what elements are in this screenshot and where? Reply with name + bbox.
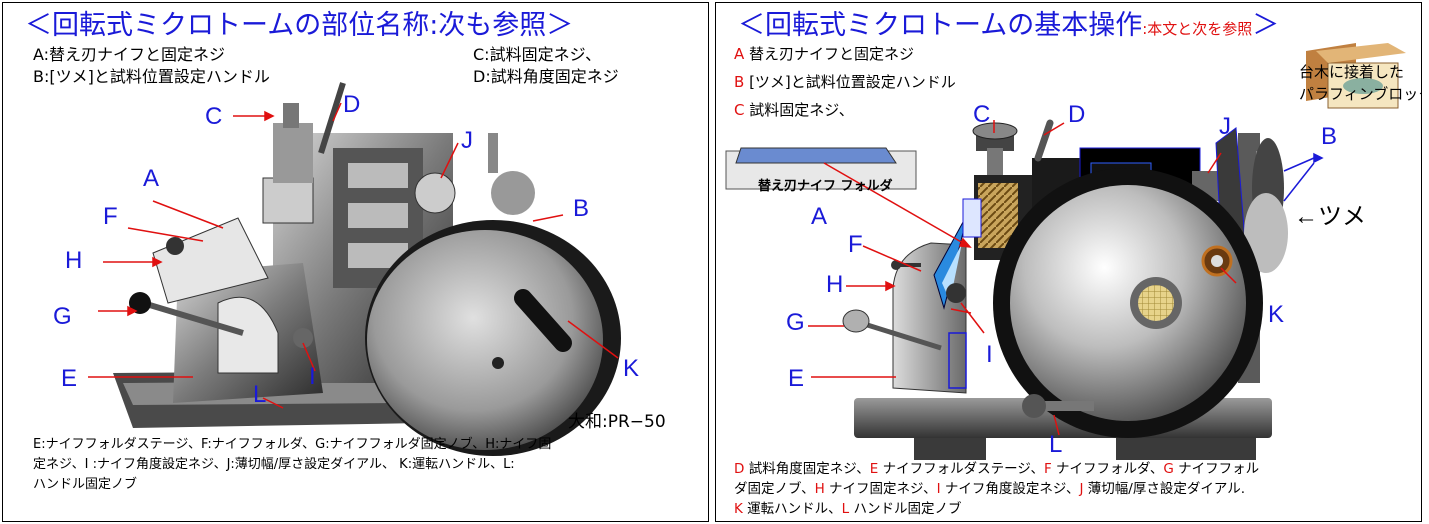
right-title: ＜回転式ミクロトームの基本操作:本文と次を参照＞ — [738, 3, 1279, 42]
right-label-b: B — [1321, 123, 1338, 150]
right-legend-b: B [ツメ]と試料位置設定ハンドル — [734, 73, 956, 91]
left-label-e: E — [61, 365, 78, 392]
left-label-h: H — [65, 247, 83, 274]
right-label-h: H — [826, 271, 844, 298]
right-label-i: I — [986, 341, 993, 368]
microtome-illustration — [725, 43, 1406, 460]
footnote-text: 運転ハンドル、 — [742, 501, 842, 517]
footnote-key: H — [814, 481, 825, 497]
right-footnote-line-3: K 運転ハンドル、L ハンドル固定ノブ — [734, 499, 1259, 519]
paraffin-block-label-2: パラフィンブロック — [1299, 85, 1422, 103]
left-footnote-line-3: ハンドル固定ノブ — [33, 477, 138, 492]
left-panel-part-names: ＜回転式ミクロトームの部位名称:次も参照＞ A:替え刃ナイフと固定ネジ B:[ツ… — [2, 2, 709, 522]
left-label-l: L — [253, 381, 267, 408]
footnote-key: D — [734, 461, 745, 477]
footnote-text: ハンドル固定ノブ — [849, 501, 962, 517]
footnote-key: F — [1043, 461, 1052, 477]
left-line-d: D:試料角度固定ネジ — [473, 67, 619, 86]
footnote-text: ナイフ角度設定ネジ、 — [940, 481, 1080, 497]
footnote-key: K — [734, 501, 743, 517]
model-name: 大和:PR−50 — [568, 412, 666, 432]
paraffin-block-label-1: 台木に接着した — [1299, 63, 1405, 81]
right-label-e: E — [788, 365, 805, 392]
right-legend-c: C 試料固定ネジ、 — [734, 101, 854, 119]
right-title-small: :本文と次を参照 — [1142, 20, 1253, 38]
right-footnote: D 試料角度固定ネジ、E ナイフフォルダステージ、F ナイフフォルダ、G ナイフ… — [734, 459, 1259, 519]
footnote-key: G — [1163, 461, 1174, 477]
left-line-b: B:[ツメ]と試料位置設定ハンドル — [33, 67, 270, 86]
left-label-g: G — [53, 303, 72, 330]
right-footnote-line-1: D 試料角度固定ネジ、E ナイフフォルダステージ、F ナイフフォルダ、G ナイフ… — [734, 459, 1259, 479]
left-footnote: E:ナイフフォルダステージ、F:ナイフフォルダ、G:ナイフフォルダ固定ノブ、H:… — [33, 435, 551, 495]
left-label-c: C — [205, 103, 223, 130]
footnote-key: E — [869, 461, 879, 477]
footnote-text: 試料角度固定ネジ、 — [744, 461, 870, 477]
right-label-f: F — [848, 231, 863, 258]
tsume-label: ←ツメ — [1294, 203, 1366, 230]
footnote-text: 薄切幅/厚さ設定ダイアル. — [1083, 481, 1246, 497]
right-label-a: A — [811, 203, 828, 230]
left-label-a: A — [143, 165, 160, 192]
footnote-text: ナイフ固定ネジ、 — [824, 481, 937, 497]
left-title: ＜回転式ミクロトームの部位名称:次も参照＞ — [25, 10, 574, 41]
right-label-g: G — [786, 309, 805, 336]
footnote-key: L — [841, 501, 850, 517]
right-title-main: ＜回転式ミクロトームの基本操作 — [738, 10, 1143, 41]
footnote-key: I — [936, 481, 941, 497]
left-line-c: C:試料固定ネジ、 — [473, 45, 602, 64]
footnote-text: ナイフフォル — [1173, 461, 1260, 477]
right-label-d: D — [1068, 101, 1086, 128]
left-label-i: I — [309, 363, 316, 390]
left-label-b: B — [573, 195, 590, 222]
footnote-text: ダ固定ノブ、 — [734, 481, 815, 497]
left-footnote-line-2: 定ネジ、I :ナイフ角度設定ネジ、J:薄切幅/厚さ設定ダイアル、 K:運転ハンド… — [33, 457, 515, 472]
right-legend-a: A 替え刃ナイフと固定ネジ — [734, 45, 915, 63]
left-label-f: F — [103, 203, 118, 230]
microtome-photo — [88, 82, 621, 456]
knife-holder-label: 替え刃ナイフ フォルダ — [758, 179, 893, 194]
left-line-a: A:替え刃ナイフと固定ネジ — [33, 45, 226, 64]
right-label-j: J — [1219, 113, 1231, 140]
left-label-k: K — [623, 355, 640, 382]
right-title-end: ＞ — [1252, 10, 1280, 41]
right-footnote-line-2: ダ固定ノブ、H ナイフ固定ネジ、I ナイフ角度設定ネジ、J 薄切幅/厚さ設定ダイ… — [734, 479, 1259, 499]
footnote-text: ナイフフォルダ、 — [1051, 461, 1164, 477]
right-label-l: L — [1049, 431, 1063, 458]
footnote-text: ナイフフォルダステージ、 — [878, 461, 1044, 477]
right-panel-basic-operation: ＜回転式ミクロトームの基本操作:本文と次を参照＞ A 替え刃ナイフと固定ネジ B… — [715, 2, 1422, 522]
right-label-k: K — [1268, 301, 1285, 328]
left-label-j: J — [461, 127, 473, 154]
right-label-c: C — [973, 101, 991, 128]
left-label-d: D — [343, 91, 361, 118]
footnote-key: J — [1079, 481, 1084, 497]
left-footnote-line-1: E:ナイフフォルダステージ、F:ナイフフォルダ、G:ナイフフォルダ固定ノブ、H:… — [33, 437, 552, 452]
